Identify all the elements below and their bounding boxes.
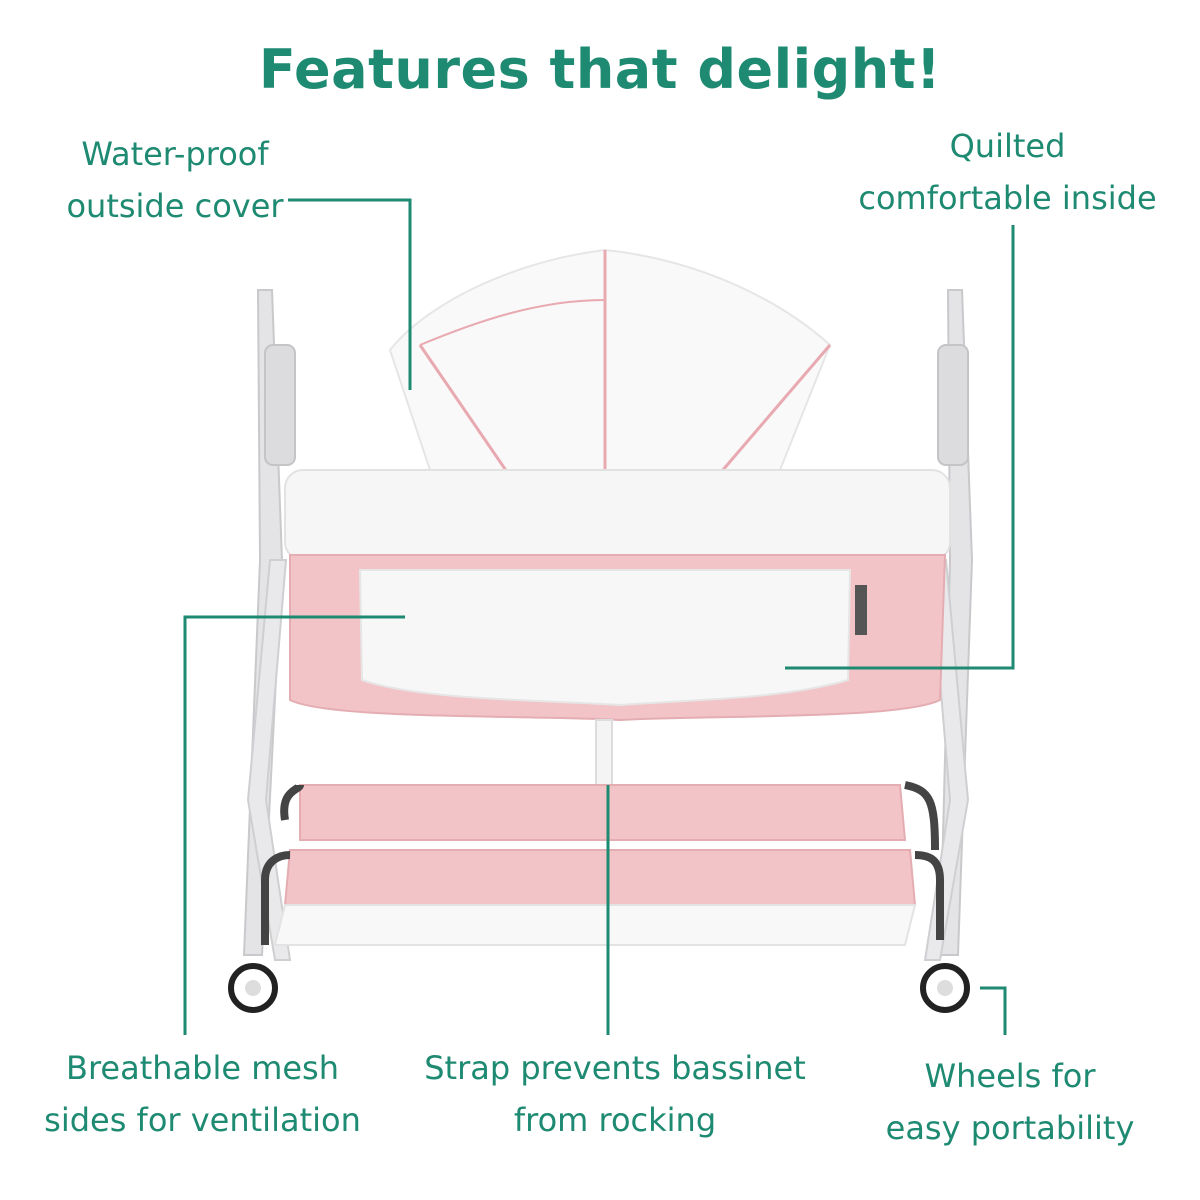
callout-line: Breathable mesh bbox=[65, 1049, 339, 1087]
callout-waterproof-cover: Water-proof outside cover bbox=[30, 128, 320, 232]
callout-line: from rocking bbox=[513, 1101, 717, 1139]
callout-line: Quilted bbox=[949, 127, 1066, 165]
storage-basket bbox=[261, 781, 944, 946]
leader-wheels bbox=[980, 986, 1007, 1035]
callout-line: Wheels for bbox=[924, 1057, 1096, 1095]
leader-waterproof bbox=[288, 198, 412, 390]
callout-line: Strap prevents bassinet bbox=[424, 1049, 806, 1087]
brand-tag bbox=[855, 585, 867, 635]
left-frame bbox=[242, 289, 296, 961]
page-title: Features that delight! bbox=[258, 38, 942, 101]
right-frame bbox=[923, 289, 974, 961]
wheel-right bbox=[920, 963, 970, 1013]
bassinet-basket bbox=[284, 469, 951, 722]
callout-line: Water-proof bbox=[81, 135, 269, 173]
callout-line: comfortable inside bbox=[858, 179, 1157, 217]
callout-line: easy portability bbox=[885, 1109, 1135, 1147]
wheel-left bbox=[228, 963, 278, 1013]
leader-mesh bbox=[183, 615, 405, 1035]
callout-line: sides for ventilation bbox=[44, 1101, 361, 1139]
leader-quilted bbox=[785, 225, 1015, 670]
callout-strap: Strap prevents bassinet from rocking bbox=[400, 1042, 830, 1146]
callout-quilted-inside: Quilted comfortable inside bbox=[835, 120, 1180, 224]
callout-breathable-mesh: Breathable mesh sides for ventilation bbox=[30, 1042, 375, 1146]
callout-line: outside cover bbox=[66, 187, 284, 225]
callout-wheels: Wheels for easy portability bbox=[870, 1050, 1150, 1154]
mesh-window bbox=[358, 569, 852, 707]
